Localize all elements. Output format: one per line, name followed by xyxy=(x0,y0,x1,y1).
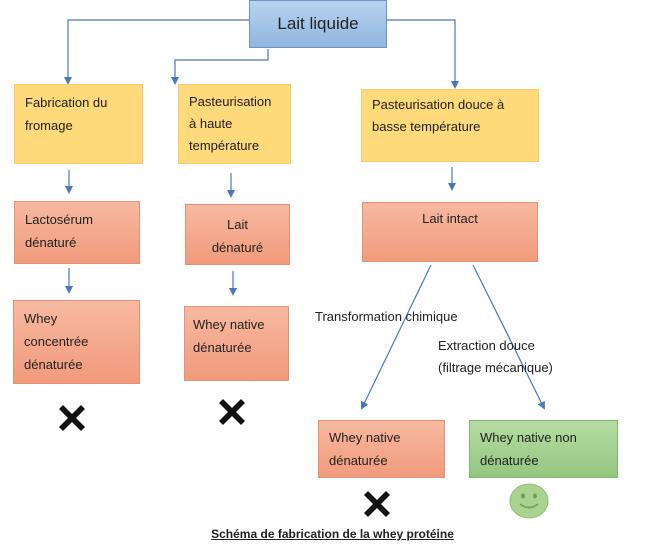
arrow-root-to-col3 xyxy=(386,19,459,89)
smiley-icon xyxy=(509,483,549,519)
col2-process-label: Pasteurisation à haute température xyxy=(189,94,272,153)
col3-branch-right-label-line2: (filtrage mécanique) xyxy=(438,360,553,375)
col1-intermediate-node: Lactosérum dénaturé xyxy=(14,201,140,264)
col1-result-label: Whey concentrée dénaturée xyxy=(24,311,89,372)
cross-icon xyxy=(59,405,85,431)
diagram-caption: Schéma de fabrication de la whey protéin… xyxy=(211,527,454,541)
col1-intermediate-label: Lactosérum dénaturé xyxy=(25,212,93,250)
col2-intermediate-label: Lait dénaturé xyxy=(211,217,264,255)
col3-intermediate-label: Lait intact xyxy=(422,211,478,226)
col3-result-left-node: Whey native dénaturée xyxy=(318,420,445,478)
col3-intermediate-node: Lait intact xyxy=(362,202,538,262)
arrow-root-to-col1 xyxy=(64,19,249,85)
col1-result-node: Whey concentrée dénaturée xyxy=(13,300,140,384)
arrow-col3-branch-right xyxy=(472,264,545,410)
col3-result-left-label: Whey native dénaturée xyxy=(329,430,401,468)
root-label: Lait liquide xyxy=(277,14,359,33)
col3-process-node: Pasteurisation douce à basse température xyxy=(361,89,539,162)
col2-result-node: Whey native dénaturée xyxy=(184,306,289,381)
col1-process-label: Fabrication du fromage xyxy=(25,95,108,133)
cross-icon xyxy=(219,399,245,425)
arrow-col3-branch-left xyxy=(361,264,432,410)
col3-branch-right-label-line1: Extraction douce xyxy=(438,338,535,353)
col3-process-label: Pasteurisation douce à basse température xyxy=(372,97,505,134)
col3-branch-left-label: Transformation chimique xyxy=(315,309,458,324)
root-node: Lait liquide xyxy=(249,0,387,48)
col3-result-right-label: Whey native non dénaturée xyxy=(480,430,577,468)
col2-result-label: Whey native dénaturée xyxy=(193,317,265,355)
col1-process-node: Fabrication du fromage xyxy=(14,84,143,164)
col3-result-right-node: Whey native non dénaturée xyxy=(469,420,618,478)
col2-process-node: Pasteurisation à haute température xyxy=(178,84,291,164)
col2-intermediate-node: Lait dénaturé xyxy=(185,204,290,265)
arrow-root-to-col2 xyxy=(171,49,269,85)
cross-icon xyxy=(364,491,390,517)
